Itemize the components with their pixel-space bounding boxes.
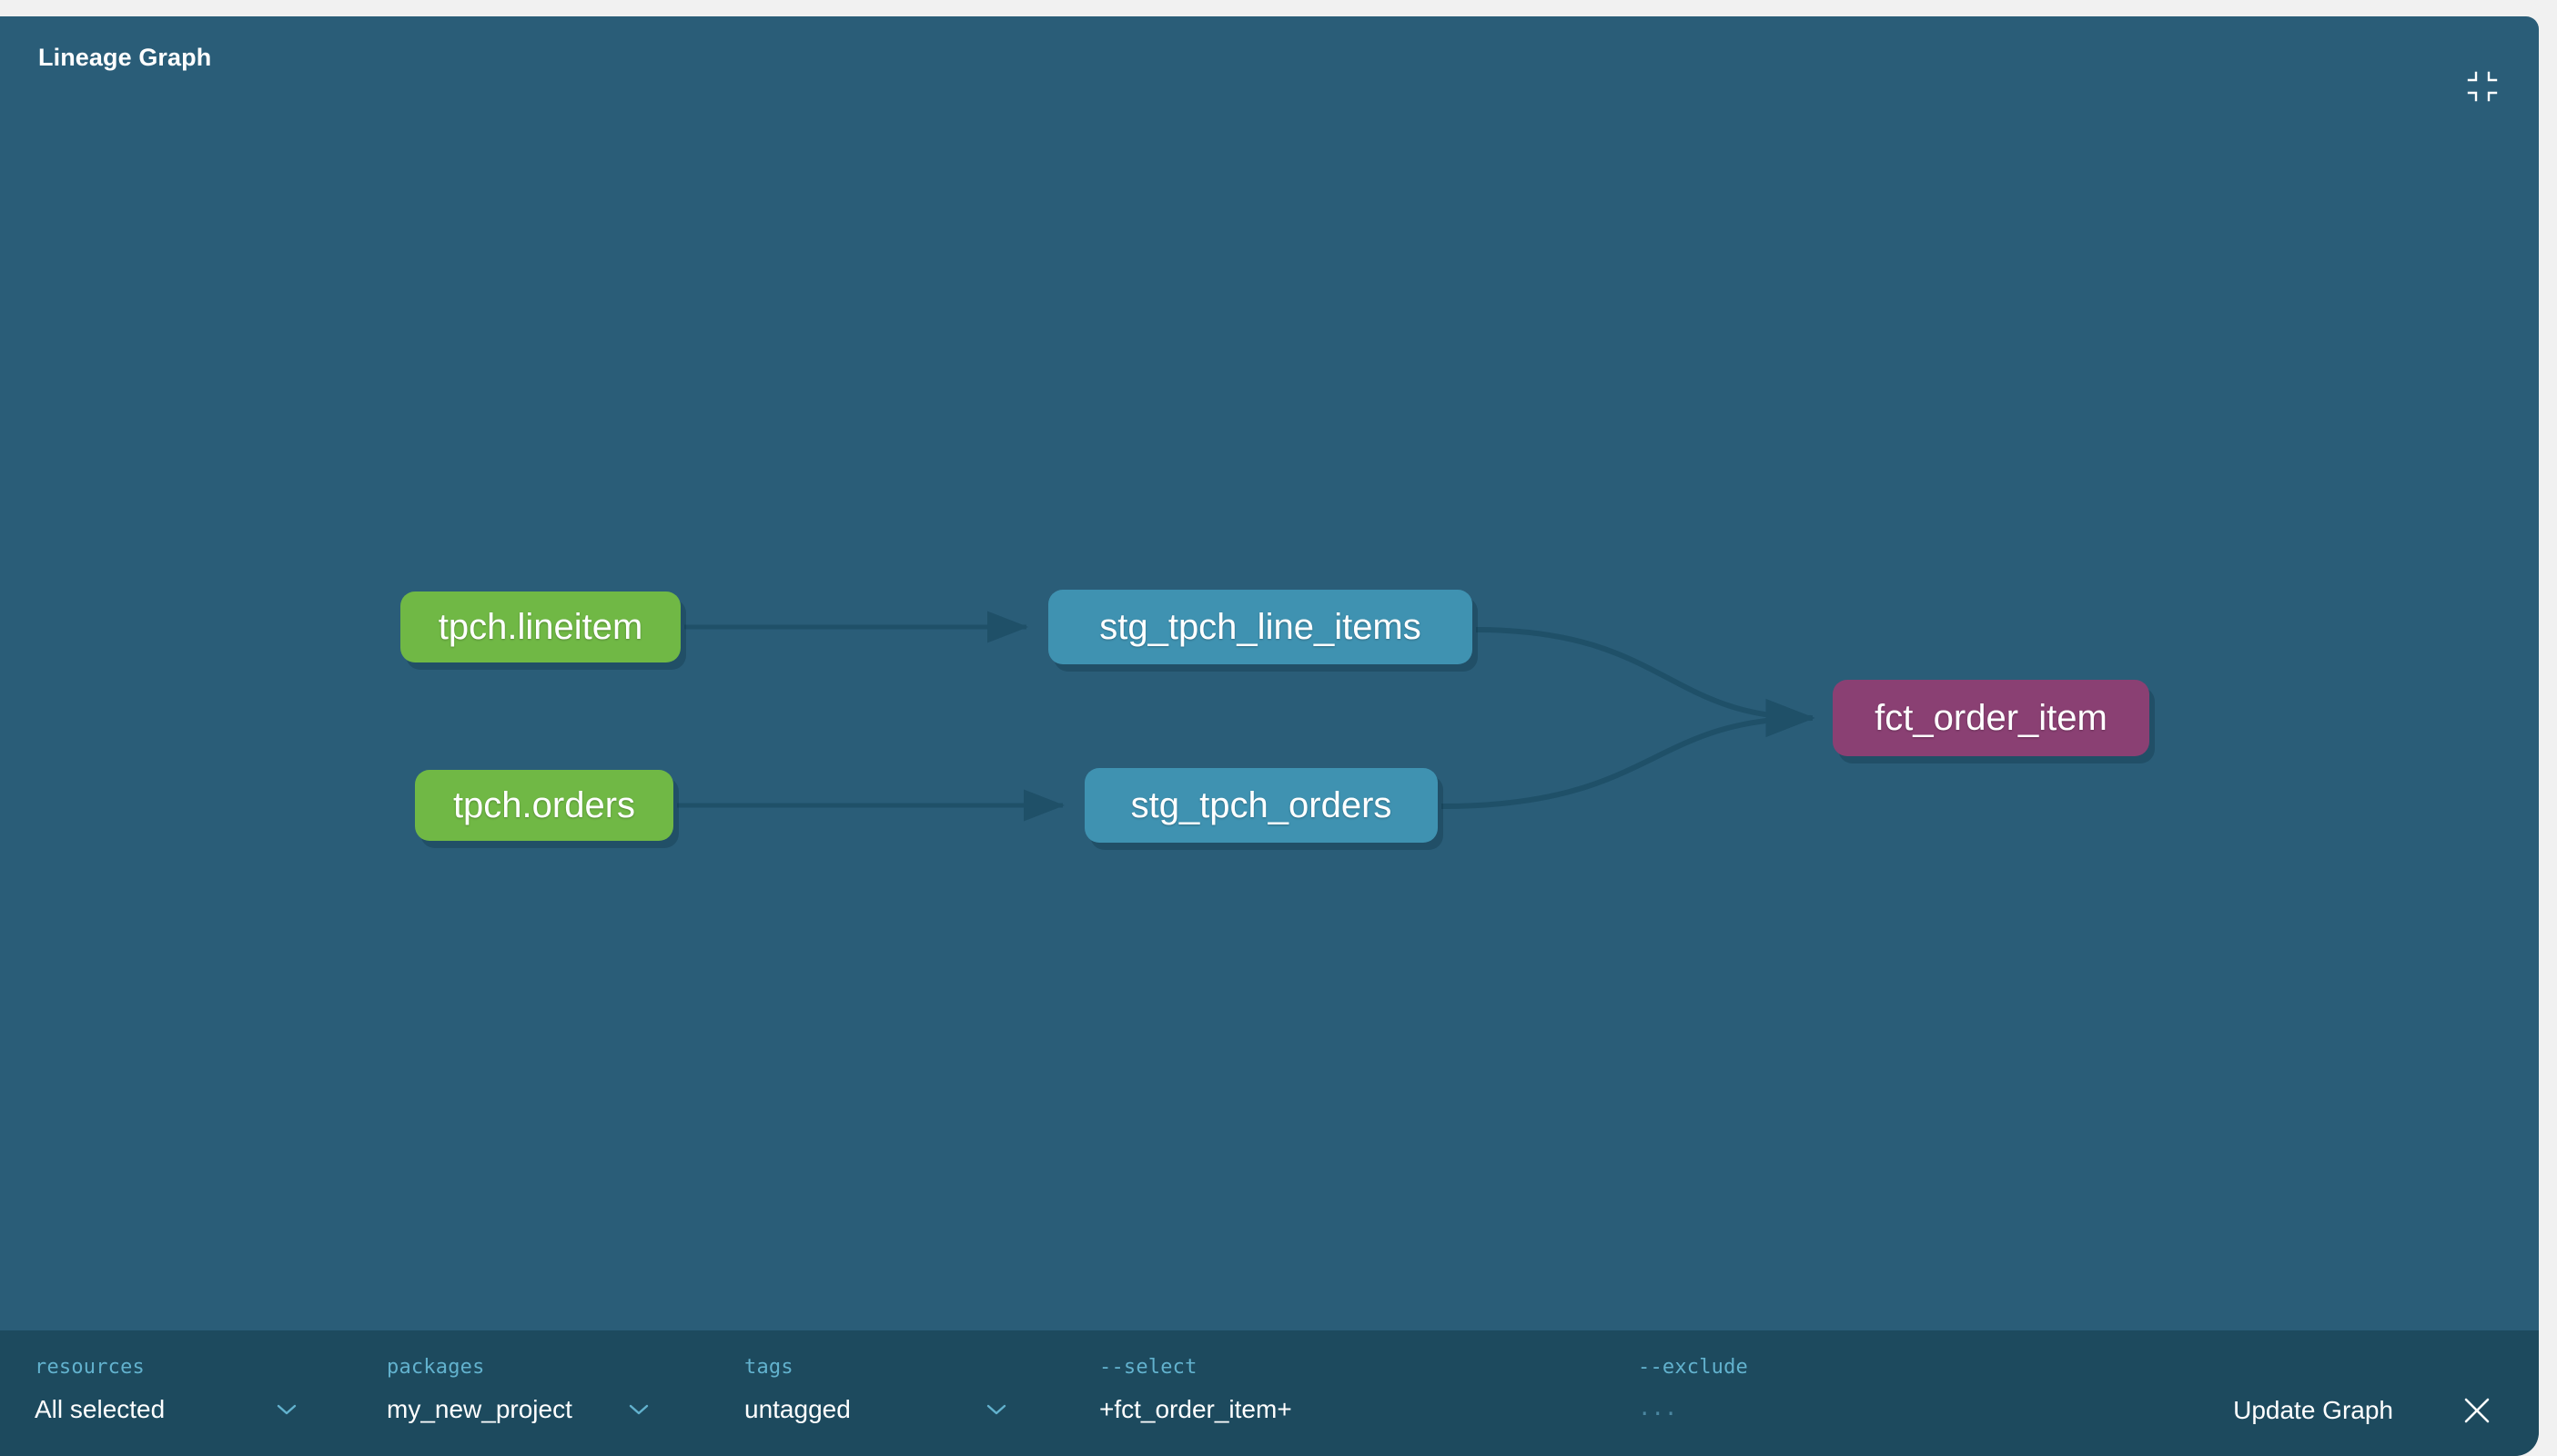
update-graph-button[interactable]: Update Graph xyxy=(2233,1396,2393,1424)
edge-stg-orders-to-fct xyxy=(1440,699,1815,809)
filter-select-value-resources[interactable]: All selected xyxy=(35,1395,166,1423)
filter-select-value-packages[interactable]: my_new_project xyxy=(387,1395,572,1423)
graph-edges-layer xyxy=(677,611,1815,822)
graph-node-label: tpch.orders xyxy=(452,785,636,825)
filter-label-exclude: --exclude xyxy=(1638,1356,1749,1379)
graph-node-label: stg_tpch_line_items xyxy=(1099,607,1421,647)
chevron-down-icon[interactable] xyxy=(985,1402,1008,1417)
page-title: Lineage Graph xyxy=(38,44,212,71)
chevron-down-icon[interactable] xyxy=(627,1402,651,1417)
graph-node-stg_tpch_line_items[interactable]: stg_tpch_line_items xyxy=(1048,590,1472,664)
filter-field-select: --select +fct_order_item+ xyxy=(1099,1356,1627,1424)
edge-stg-line-items-to-fct xyxy=(1475,627,1815,737)
lineage-graph-canvas[interactable]: tpch.lineitem tpch.orders stg_tpch_line_it… xyxy=(0,84,2539,1330)
panel-header: Lineage Graph xyxy=(0,16,2539,102)
filter-control-exclude[interactable]: ... xyxy=(1638,1395,2093,1421)
filter-label-packages: packages xyxy=(387,1356,485,1379)
graph-node-stg_tpch_orders[interactable]: stg_tpch_orders xyxy=(1085,768,1438,843)
close-icon[interactable] xyxy=(2461,1394,2493,1427)
filter-label-select: --select xyxy=(1099,1356,1198,1379)
collapse-fullscreen-icon[interactable] xyxy=(2467,71,2498,102)
filter-input-value-exclude[interactable]: ... xyxy=(1638,1395,1678,1421)
graph-node-label: fct_order_item xyxy=(1875,698,2107,738)
filter-label-tags: tags xyxy=(744,1356,793,1379)
graph-node-fct_order_item[interactable]: fct_order_item xyxy=(1833,680,2149,756)
graph-node-tpch_orders[interactable]: tpch.orders xyxy=(415,770,673,841)
filter-control-packages[interactable]: my_new_project xyxy=(387,1395,714,1424)
filter-field-tags: tags untagged xyxy=(744,1356,1072,1424)
lineage-graph-panel: Lineage Graph xyxy=(0,16,2539,1456)
filter-label-resources: resources xyxy=(35,1356,146,1379)
filter-control-tags[interactable]: untagged xyxy=(744,1395,1072,1424)
filter-control-select[interactable]: +fct_order_item+ xyxy=(1099,1395,1627,1424)
chevron-down-icon[interactable] xyxy=(275,1402,298,1417)
filter-select-value-tags[interactable]: untagged xyxy=(744,1395,851,1423)
filter-control-resources[interactable]: All selected xyxy=(35,1395,362,1424)
graph-node-tpch_lineitem[interactable]: tpch.lineitem xyxy=(400,592,681,662)
filter-field-packages: packages my_new_project xyxy=(387,1356,714,1424)
graph-node-label: stg_tpch_orders xyxy=(1130,785,1392,825)
filter-input-value-select[interactable]: +fct_order_item+ xyxy=(1099,1395,1292,1423)
graph-node-label: tpch.lineitem xyxy=(438,607,643,647)
filter-field-exclude: --exclude... xyxy=(1638,1356,2093,1421)
